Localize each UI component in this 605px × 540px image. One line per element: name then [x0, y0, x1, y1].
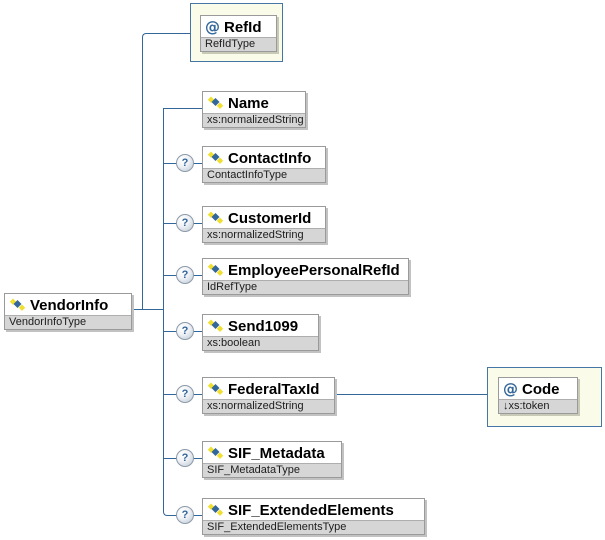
- connector-root-stub: [130, 309, 164, 310]
- attribute-name: RefId: [224, 18, 262, 36]
- element-box-contactinfo[interactable]: ContactInfo ContactInfoType: [202, 146, 326, 183]
- element-name: CustomerId: [228, 209, 312, 227]
- element-icon: [207, 96, 224, 110]
- element-type: VendorInfoType: [5, 315, 131, 329]
- element-name: VendorInfo: [30, 296, 109, 314]
- element-icon: [207, 319, 224, 333]
- attribute-name: Code: [522, 380, 560, 398]
- element-box-customerid[interactable]: CustomerId xs:normalizedString: [202, 206, 326, 243]
- element-type: xs:normalizedString: [203, 228, 325, 242]
- element-box-employeepersonalrefid[interactable]: EmployeePersonalRefId IdRefType: [202, 258, 409, 295]
- element-icon: [207, 263, 224, 277]
- element-name: SIF_ExtendedElements: [228, 501, 394, 519]
- attribute-type: RefIdType: [201, 37, 276, 51]
- attribute-container-code[interactable]: @ Code ↓xs:token: [487, 367, 602, 427]
- optional-indicator-sifmetadata: ?: [176, 449, 194, 467]
- attribute-at-icon: @: [503, 379, 518, 398]
- element-icon: [9, 298, 26, 312]
- element-type: xs:normalizedString: [203, 399, 334, 413]
- element-icon: [207, 446, 224, 460]
- connector-refid: [142, 33, 191, 310]
- optional-indicator-federaltaxid: ?: [176, 385, 194, 403]
- optional-indicator-customerid: ?: [176, 214, 194, 232]
- attribute-at-icon: @: [205, 17, 220, 36]
- element-name: ContactInfo: [228, 149, 312, 167]
- element-icon: [207, 151, 224, 165]
- element-type: SIF_MetadataType: [203, 463, 341, 477]
- element-box-sifmetadata[interactable]: SIF_Metadata SIF_MetadataType: [202, 441, 342, 478]
- element-name: EmployeePersonalRefId: [228, 261, 400, 279]
- optional-indicator-send1099: ?: [176, 322, 194, 340]
- element-icon: [207, 503, 224, 517]
- element-box-federaltaxid[interactable]: FederalTaxId xs:normalizedString: [202, 377, 335, 414]
- connector-child-name: [163, 108, 203, 109]
- optional-indicator-sifextendedelements: ?: [176, 506, 194, 524]
- element-type: SIF_ExtendedElementsType: [203, 520, 424, 534]
- element-box-sifextendedelements[interactable]: SIF_ExtendedElements SIF_ExtendedElement…: [202, 498, 425, 535]
- element-box-send1099[interactable]: Send1099 xs:boolean: [202, 314, 319, 351]
- element-box-vendorinfo[interactable]: VendorInfo VendorInfoType: [4, 293, 132, 330]
- element-name: Name: [228, 94, 269, 112]
- element-name: FederalTaxId: [228, 380, 320, 398]
- optional-indicator-employeepersonalrefid: ?: [176, 266, 194, 284]
- element-type: xs:boolean: [203, 336, 318, 350]
- element-box-name[interactable]: Name xs:normalizedString: [202, 91, 306, 128]
- attribute-container-refid[interactable]: @ RefId RefIdType: [190, 3, 283, 62]
- element-name: SIF_Metadata: [228, 444, 325, 462]
- element-type: IdRefType: [203, 280, 408, 294]
- connector-code-attribute: [333, 394, 487, 395]
- element-name: Send1099: [228, 317, 299, 335]
- element-icon: [207, 382, 224, 396]
- element-icon: [207, 211, 224, 225]
- element-type: ContactInfoType: [203, 168, 325, 182]
- element-type: xs:normalizedString: [203, 113, 305, 127]
- optional-indicator-contactinfo: ?: [176, 154, 194, 172]
- attribute-type: ↓xs:token: [499, 399, 577, 413]
